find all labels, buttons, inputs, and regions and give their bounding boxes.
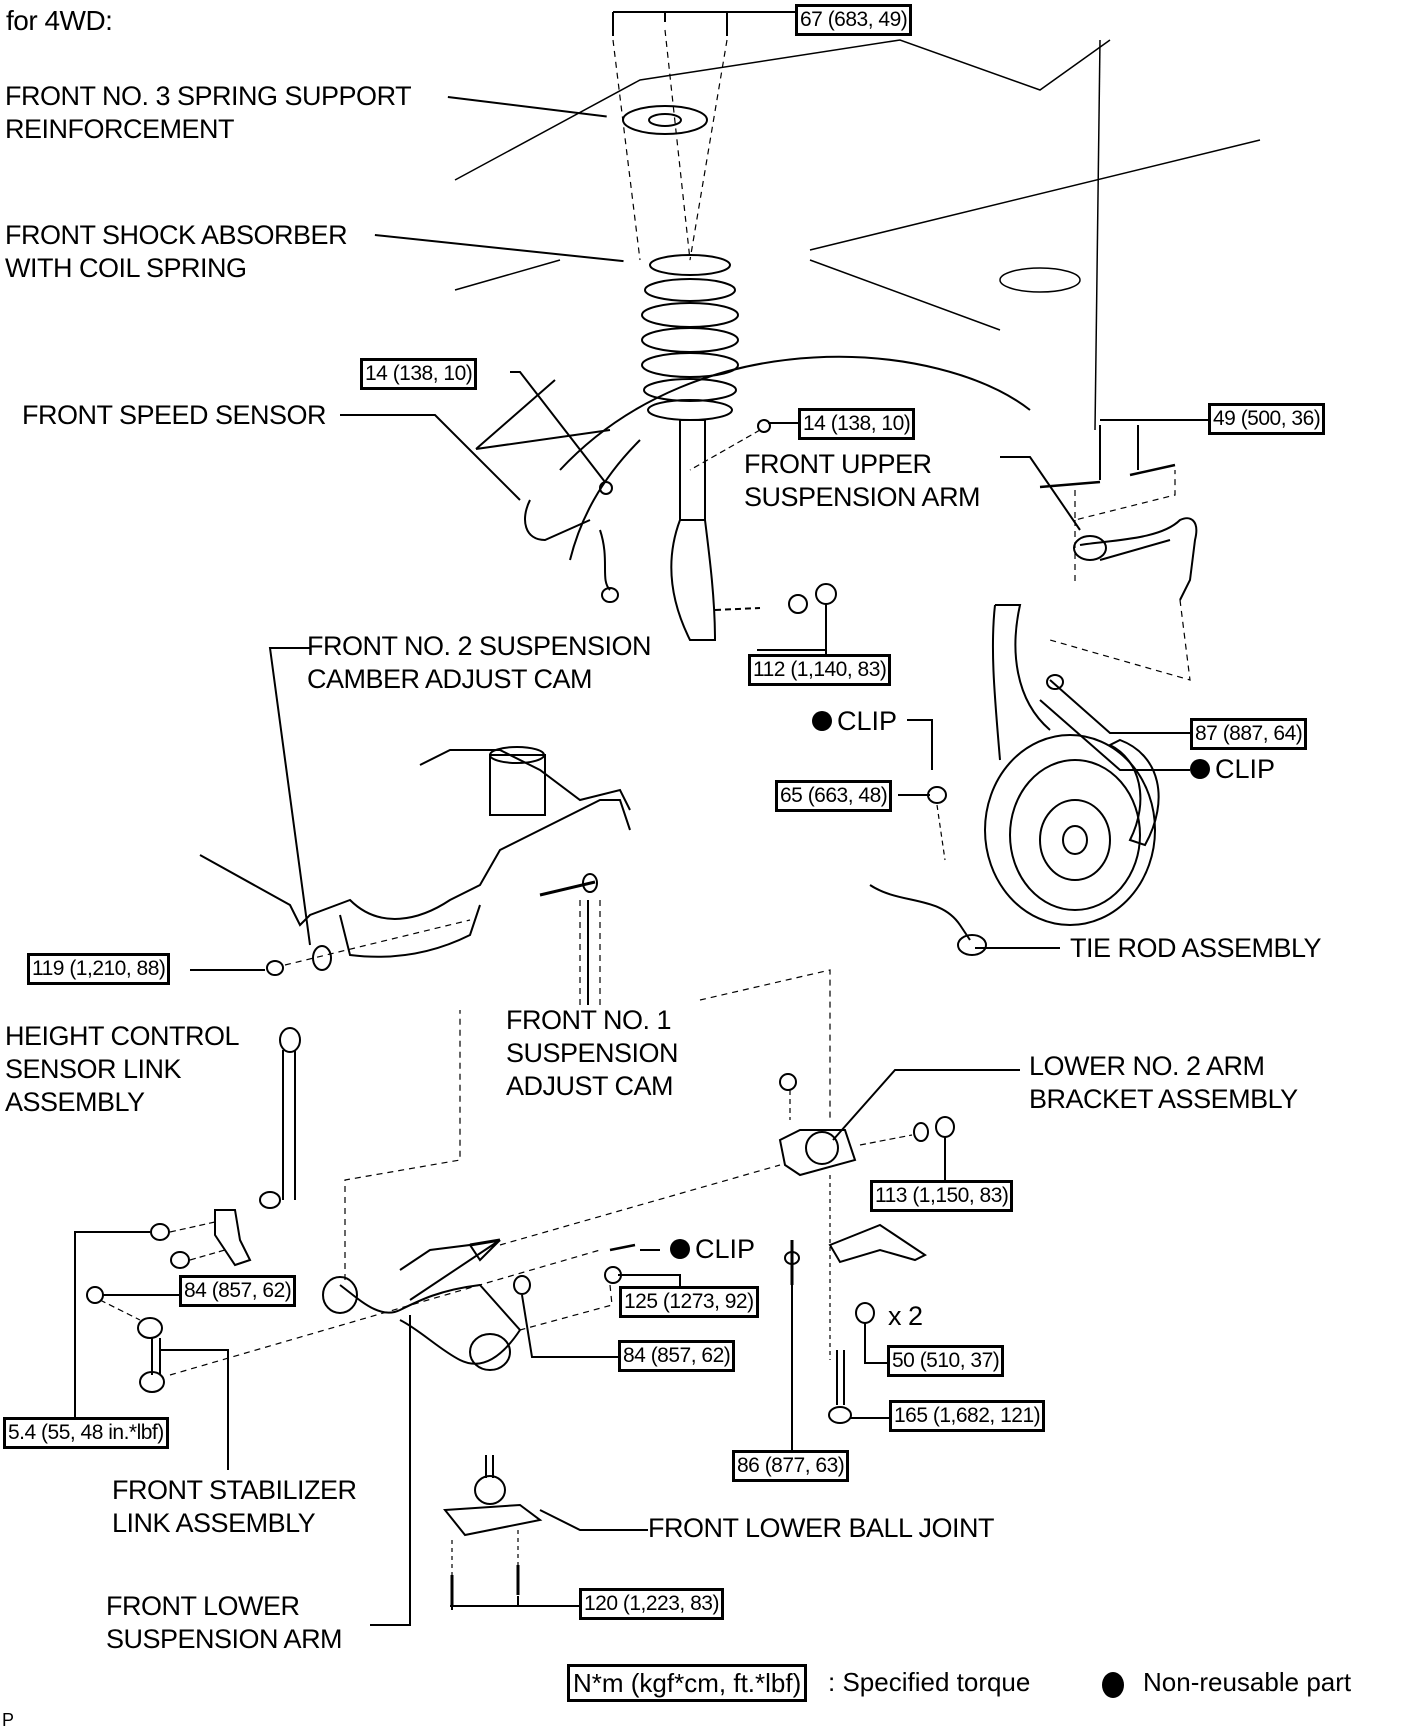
sensor-bracket (214, 1209, 252, 1267)
non-reusable-dot-icon (812, 711, 832, 731)
legend-torque-description: : Specified torque (828, 1667, 1031, 1697)
label-front-upper-suspension-arm: FRONT UPPER SUSPENSION ARM (744, 449, 981, 512)
footer-mark: P (2, 1710, 14, 1730)
torque-spec: 67 (683, 49) (795, 4, 913, 36)
label-spring-support-reinforcement: FRONT NO. 3 SPRING SUPPORT REINFORCEMENT (5, 81, 412, 144)
upper-arm (1079, 517, 1198, 601)
torque-spec: 5.4 (55, 48 in.*lbf) (3, 1417, 169, 1449)
quantity-note: x 2 (888, 1301, 923, 1331)
diagram-title: for 4WD: (6, 5, 113, 36)
torque-spec: 84 (857, 62) (179, 1275, 297, 1307)
label-tie-rod-assembly: TIE ROD ASSEMBLY (1070, 933, 1322, 963)
adjust-cam-bolt (539, 880, 596, 897)
torque-spec: 165 (1,682, 121) (889, 1400, 1046, 1432)
lower-bracket (778, 1129, 857, 1177)
torque-spec: 49 (500, 36) (1208, 403, 1326, 435)
torque-spec: 50 (510, 37) (887, 1345, 1005, 1377)
crossmember (199, 799, 631, 927)
label-front-speed-sensor: FRONT SPEED SENSOR (22, 400, 327, 430)
torque-spec: 14 (138, 10) (798, 408, 916, 440)
coil-spring (641, 254, 739, 421)
non-reusable-dot-icon (1102, 1672, 1124, 1698)
steering-knuckle (991, 604, 1051, 761)
label-height-control-sensor-link: HEIGHT CONTROL SENSOR LINK ASSEMBLY (5, 1021, 240, 1117)
wheel-arch (559, 355, 1031, 471)
wheel-arch (569, 439, 641, 561)
torque-spec: 86 (877, 63) (732, 1450, 850, 1482)
label-lower-no2-arm-bracket: LOWER NO. 2 ARM BRACKET ASSEMBLY (1029, 1051, 1298, 1114)
torque-spec: 125 (1273, 92) (619, 1286, 759, 1318)
lower-arm (339, 1283, 522, 1365)
label-front-stabilizer-link: FRONT STABILIZER LINK ASSEMBLY (112, 1475, 357, 1538)
small-bracket (828, 1223, 927, 1264)
tie-rod (869, 884, 971, 941)
torque-spec: 120 (1,223, 83) (579, 1588, 724, 1620)
non-reusable-dot-icon (670, 1239, 690, 1259)
label-front-lower-suspension-arm: FRONT LOWER SUSPENSION ARM (106, 1591, 343, 1654)
torque-spec: 112 (1,140, 83) (748, 654, 892, 686)
body-panel-outline (454, 139, 1261, 331)
shock-body (679, 419, 706, 521)
torque-spec: 14 (138, 10) (360, 358, 478, 390)
clip-label: CLIP (1190, 754, 1275, 784)
clip-label: CLIP (812, 706, 897, 736)
brake-caliper (1107, 738, 1160, 847)
spring-support-plate (622, 105, 708, 135)
torque-spec: 84 (857, 62) (618, 1340, 736, 1372)
clip-label: CLIP (670, 1234, 755, 1264)
torque-spec: 113 (1,150, 83) (870, 1180, 1014, 1212)
label-camber-adjust-cam: FRONT NO. 2 SUSPENSION CAMBER ADJUST CAM (307, 631, 652, 694)
ball-joint (443, 1503, 543, 1537)
label-shock-absorber: FRONT SHOCK ABSORBER WITH COIL SPRING (5, 220, 348, 283)
label-front-lower-ball-joint: FRONT LOWER BALL JOINT (648, 1513, 995, 1543)
torque-spec: 65 (663, 48) (775, 780, 893, 812)
speed-sensor (524, 499, 611, 591)
body-edge (1094, 39, 1101, 431)
shock-bracket (670, 519, 717, 641)
legend-torque-unit-box: N*m (kgf*cm, ft.*lbf) (567, 1664, 808, 1702)
crossmember-mount (489, 754, 546, 816)
torque-spec: 87 (887, 64) (1190, 718, 1308, 750)
brake-rotor (984, 734, 1156, 926)
non-reusable-dot-icon (1190, 759, 1210, 779)
label-front-no1-suspension-adjust-cam: FRONT NO. 1 SUSPENSION ADJUST CAM (506, 1005, 679, 1101)
body-hole (999, 267, 1081, 293)
torque-spec: 119 (1,210, 88) (27, 953, 171, 985)
legend-non-reusable: Non-reusable part (1143, 1667, 1352, 1697)
